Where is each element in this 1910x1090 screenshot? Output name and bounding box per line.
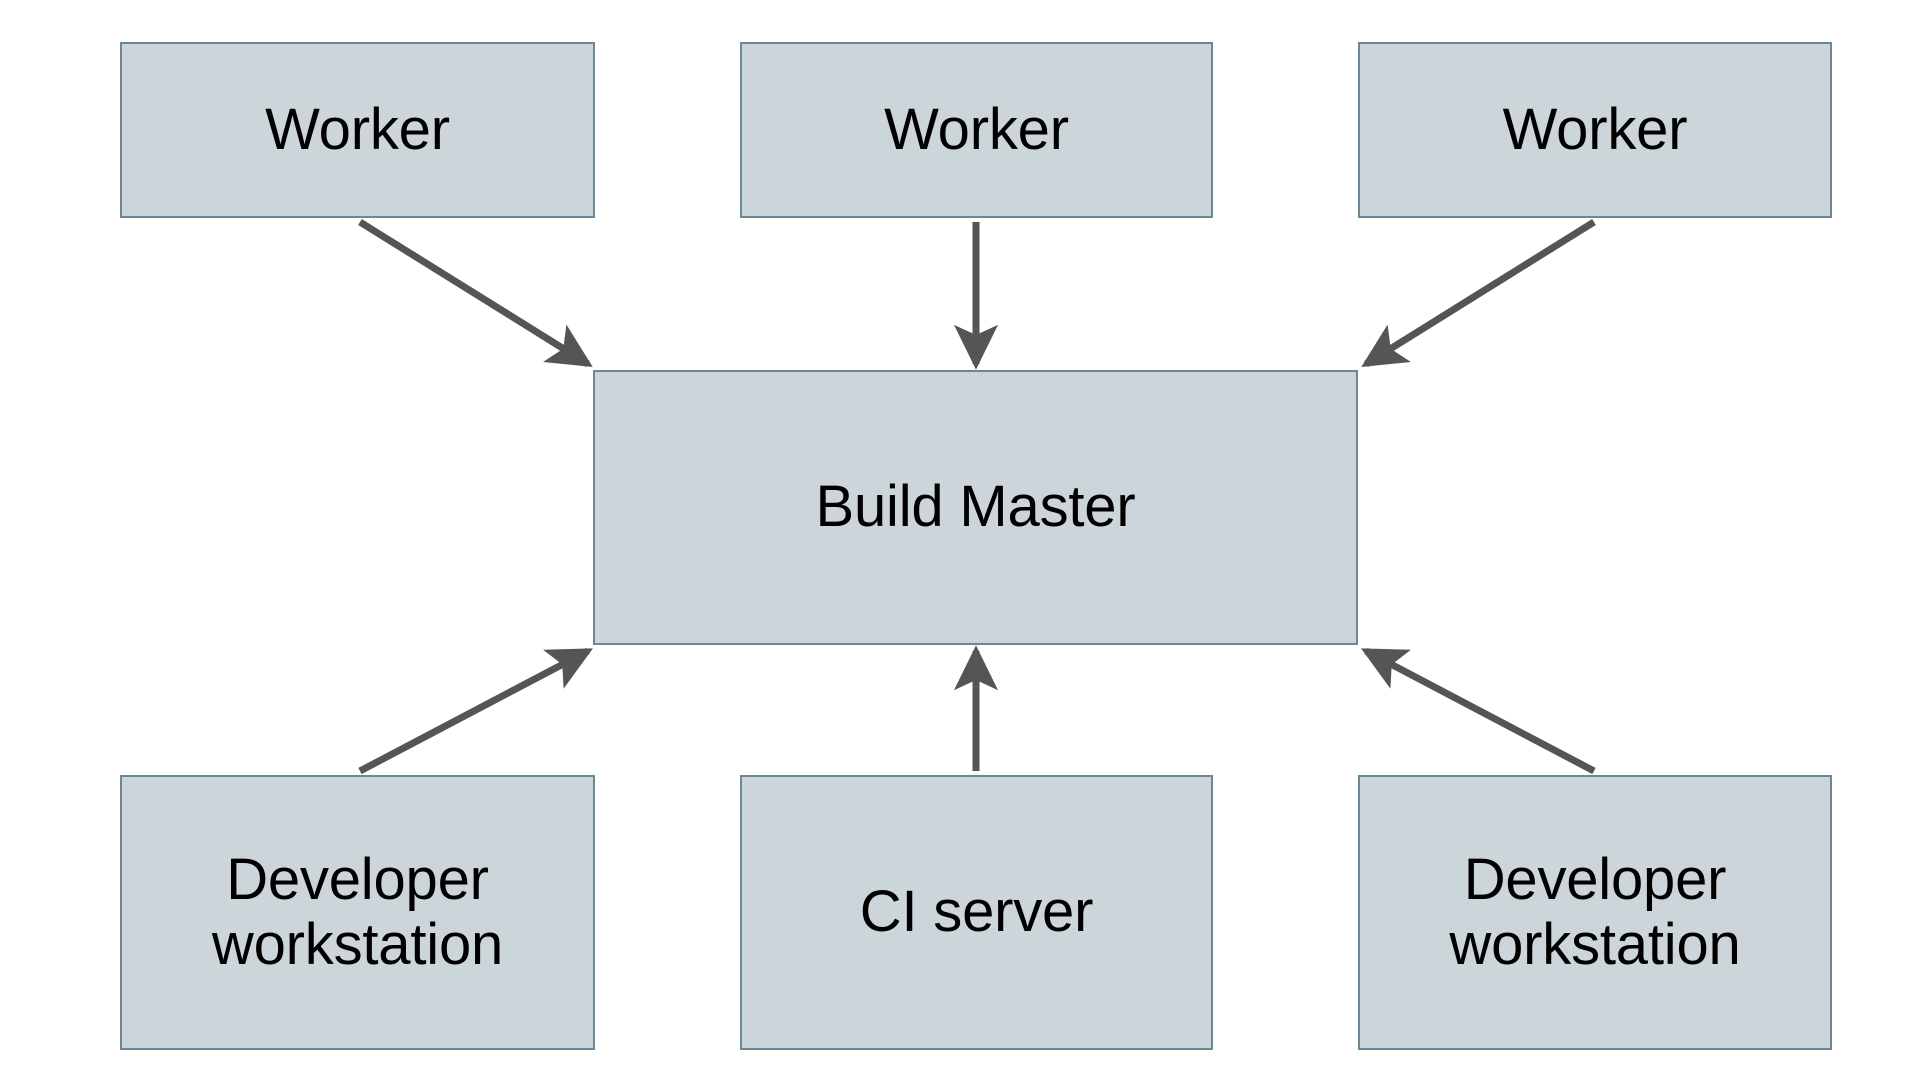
node-developer-workstation-left-label: Developer workstation <box>211 846 504 977</box>
edge-dev-ws-2-to-build-master <box>1361 647 1596 775</box>
node-developer-workstation-left[interactable]: Developer workstation <box>120 775 595 1050</box>
node-worker-3[interactable]: Worker <box>1358 42 1832 218</box>
node-developer-workstation-right[interactable]: Developer workstation <box>1358 775 1832 1050</box>
node-worker-2[interactable]: Worker <box>740 42 1213 218</box>
node-ci-server-label: CI server <box>859 879 1094 945</box>
edge-worker-1-to-build-master <box>358 219 593 367</box>
node-developer-workstation-right-label: Developer workstation <box>1449 846 1741 977</box>
node-build-master[interactable]: Build Master <box>593 370 1358 645</box>
node-build-master-label: Build Master <box>815 474 1136 540</box>
node-worker-3-label: Worker <box>1502 96 1688 162</box>
node-worker-2-label: Worker <box>884 96 1069 162</box>
node-worker-1-label: Worker <box>265 96 450 162</box>
node-worker-1[interactable]: Worker <box>120 42 595 218</box>
node-ci-server[interactable]: CI server <box>740 775 1213 1050</box>
edge-worker-3-to-build-master <box>1361 219 1596 367</box>
edge-dev-ws-1-to-build-master <box>358 647 593 775</box>
